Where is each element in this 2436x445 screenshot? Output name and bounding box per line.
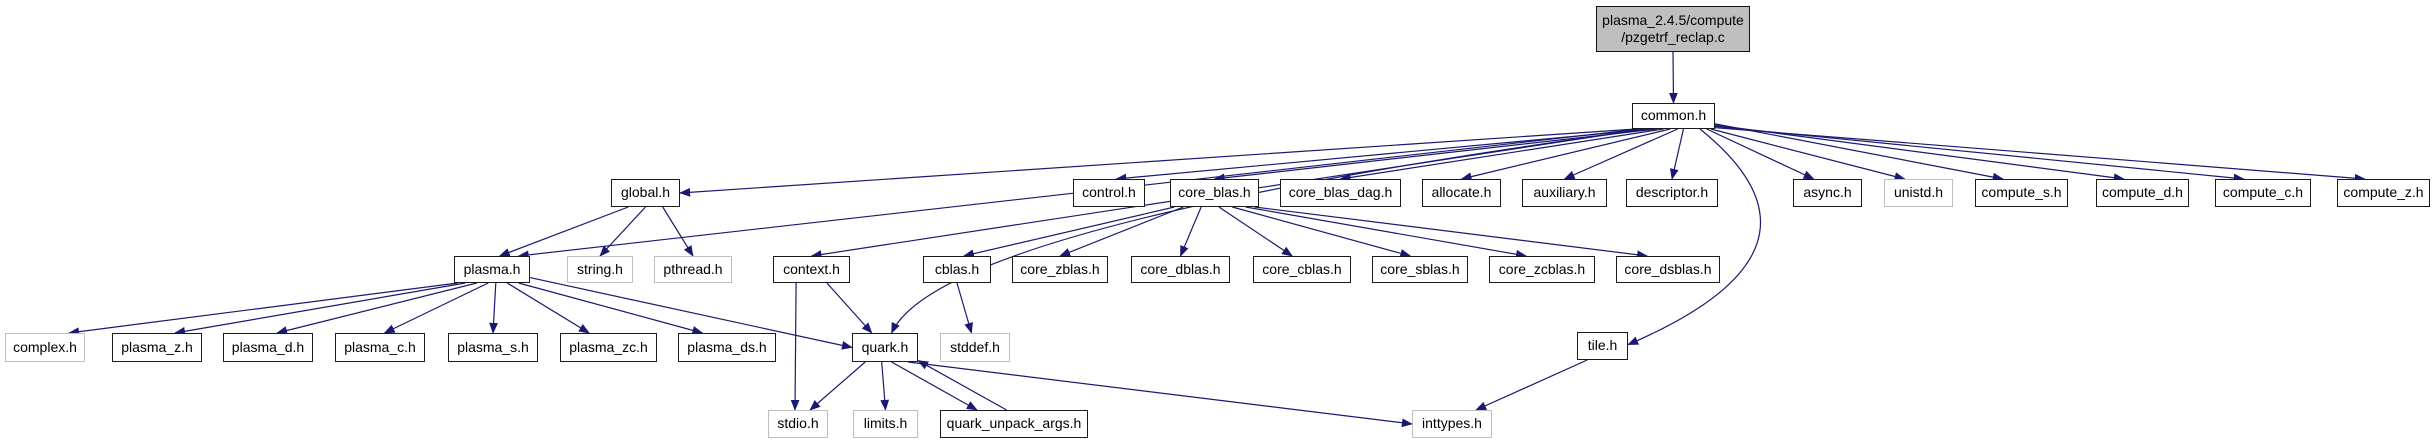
edge-common-to-allocate [1460,128,1671,181]
node-core_sblas[interactable]: core_sblas.h [1372,256,1468,283]
node-inttypes[interactable]: inttypes.h [1412,410,1492,438]
edge-quark_unpack_args-to-quark [917,360,1007,411]
edge-tile-to-inttypes [1475,359,1588,411]
edge-plasma-to-plasma_c [383,282,489,334]
edge-common-to-compute_s [1714,123,2004,182]
node-main[interactable]: plasma_2.4.5/compute /pzgetrf_reclap.c [1596,6,1750,52]
node-complex[interactable]: complex.h [5,333,85,362]
edge-common-to-control [1115,128,1653,183]
edge-common-to-compute_z [1714,127,2366,183]
node-string[interactable]: string.h [567,256,633,283]
node-plasma[interactable]: plasma.h [454,256,530,283]
edge-common-to-auxiliary [1563,128,1678,180]
edge-core_blas-to-core_zblas [1059,206,1184,257]
edge-quark-to-stdio [809,361,866,411]
node-async[interactable]: async.h [1793,179,1862,207]
edge-core_blas-to-core_dsblas [1254,206,1649,260]
node-auxiliary[interactable]: auxiliary.h [1522,179,1607,207]
node-unistd[interactable]: unistd.h [1884,179,1953,207]
edge-global-to-plasma [498,206,629,257]
edge-plasma-to-plasma_s [489,282,498,334]
node-compute_s[interactable]: compute_s.h [1975,179,2068,207]
edge-cblas-to-stddef [956,282,973,334]
edge-core_blas-to-core_dblas [1179,206,1202,257]
node-cblas[interactable]: cblas.h [923,256,991,283]
edge-global-to-pthread [662,206,694,257]
node-stddef[interactable]: stddef.h [940,333,1010,362]
node-allocate[interactable]: allocate.h [1422,179,1501,207]
node-core_zblas[interactable]: core_zblas.h [1012,256,1108,283]
edge-common-to-tile [1627,128,1762,346]
edge-common-to-quark [891,128,1649,334]
edge-core_blas-to-core_zcblas [1245,206,1527,259]
edge-common-to-unistd [1710,128,1906,181]
node-core_cblas[interactable]: core_cblas.h [1253,256,1351,283]
node-core_dblas[interactable]: core_dblas.h [1131,256,1230,283]
edge-plasma-to-quark [529,277,853,350]
node-compute_d[interactable]: compute_d.h [2096,179,2189,207]
edge-context-to-stdio [790,282,800,411]
node-core_zcblas[interactable]: core_zcblas.h [1489,256,1595,283]
node-plasma_d[interactable]: plasma_d.h [223,333,313,362]
node-core_blas_dag[interactable]: core_blas_dag.h [1280,179,1401,207]
edge-core_blas-to-cblas [962,206,1175,258]
node-plasma_s[interactable]: plasma_s.h [448,333,538,362]
edge-common-to-core_blas_dag [1339,128,1664,182]
node-tile[interactable]: tile.h [1577,332,1628,360]
edge-plasma-to-plasma_zc [506,282,590,334]
edge-quark-to-quark_unpack_args [891,361,978,411]
edge-context-to-quark [826,282,873,334]
edge-global-to-string [599,206,646,257]
node-compute_c[interactable]: compute_c.h [2215,179,2311,207]
node-core_blas[interactable]: core_blas.h [1170,179,1259,207]
node-descriptor[interactable]: descriptor.h [1626,179,1718,207]
edge-quark-to-inttypes [908,361,1413,428]
edge-common-to-global [679,128,1637,197]
node-limits[interactable]: limits.h [853,410,918,438]
node-compute_z[interactable]: compute_z.h [2337,179,2430,207]
node-control[interactable]: control.h [1073,179,1145,207]
edge-plasma-to-complex [68,282,458,337]
edge-quark-to-limits [880,361,890,411]
node-quark_unpack_args[interactable]: quark_unpack_args.h [940,410,1088,438]
node-plasma_zc[interactable]: plasma_zc.h [560,333,657,362]
edge-core_blas-to-core_cblas [1218,206,1293,257]
edge-plasma-to-plasma_d [276,282,477,335]
node-plasma_ds[interactable]: plasma_ds.h [678,333,776,362]
edge-core_blas-to-core_sblas [1232,206,1412,258]
node-quark[interactable]: quark.h [852,333,918,362]
edge-common-to-async [1706,128,1815,180]
node-context[interactable]: context.h [773,256,850,283]
edge-common-to-core_blas [1213,128,1657,183]
node-global[interactable]: global.h [611,179,680,207]
edge-main-to-common [1669,51,1678,104]
node-common[interactable]: common.h [1632,103,1715,129]
node-pthread[interactable]: pthread.h [654,256,732,283]
node-core_dsblas[interactable]: core_dsblas.h [1616,256,1720,283]
node-plasma_c[interactable]: plasma_c.h [335,333,425,362]
edge-plasma-to-plasma_ds [518,282,704,335]
edge-common-to-descriptor [1669,128,1685,180]
edge-common-to-compute_d [1714,124,2125,183]
edge-plasma-to-plasma_z [174,282,466,336]
node-plasma_z[interactable]: plasma_z.h [112,333,202,362]
node-stdio[interactable]: stdio.h [768,410,828,438]
